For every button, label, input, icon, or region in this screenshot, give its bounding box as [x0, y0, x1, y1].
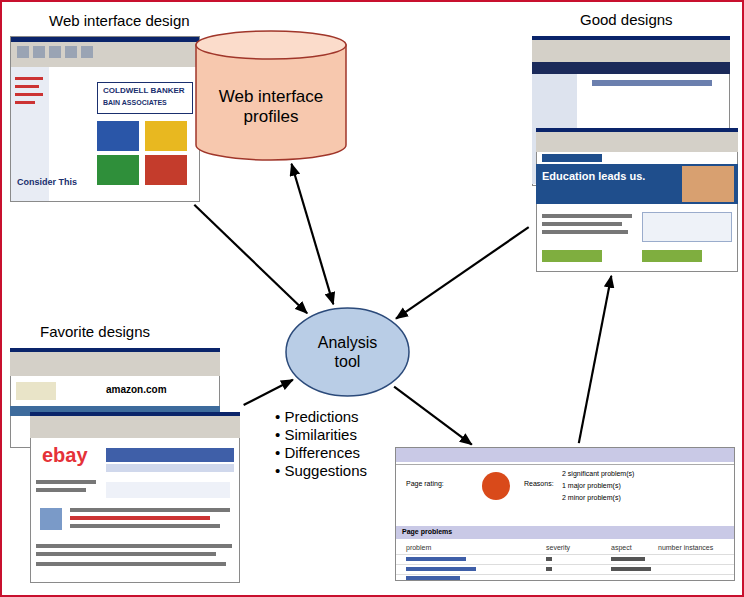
window-part	[15, 77, 43, 80]
arrow-connector	[394, 387, 472, 445]
report-text: 2 minor problem(s)	[562, 494, 621, 502]
window-part	[70, 508, 230, 512]
ellipse-shape	[286, 308, 409, 396]
screenshot-stack: Favorite designsamazon.comebay	[10, 348, 240, 583]
window-part	[36, 544, 232, 548]
window-part	[97, 121, 139, 151]
window-part	[145, 155, 187, 185]
window-part	[16, 382, 56, 400]
analysis-ellipse: Analysis tool	[285, 307, 410, 397]
window-part	[106, 464, 234, 472]
ellipse-outline	[285, 307, 410, 397]
window-part	[36, 552, 216, 556]
logo-text: amazon.com	[106, 384, 167, 396]
window-part	[532, 62, 730, 74]
window-part	[11, 37, 199, 42]
window-part	[10, 348, 220, 376]
window-part	[396, 554, 734, 555]
arrow-connector	[292, 164, 334, 304]
arrow-connector	[579, 276, 612, 443]
window-part	[36, 488, 86, 492]
window-part	[396, 448, 734, 462]
window-part	[97, 155, 139, 185]
panel-heading: Web interface design	[49, 12, 190, 29]
window-part	[81, 46, 93, 58]
cylinder-top	[196, 31, 346, 59]
report-text: problem	[406, 544, 431, 552]
cylinder-body	[196, 45, 346, 160]
bullet-item: • Predictions	[275, 408, 359, 425]
window-part	[49, 46, 61, 58]
window-part	[15, 101, 35, 104]
screenshot-window: Web interface designCOLDWELL BANKERBAIN …	[10, 36, 200, 202]
bullet-item: • Suggestions	[275, 462, 367, 479]
node-label: Web interface profiles	[209, 87, 333, 128]
window-part	[532, 36, 730, 40]
window-part	[546, 567, 552, 571]
bullet-item: • Differences	[275, 444, 360, 461]
window-part	[396, 574, 734, 575]
window-part	[36, 562, 226, 566]
window-part	[17, 46, 29, 58]
logo-text: ebay	[42, 444, 88, 467]
report-text: number instances	[658, 544, 713, 552]
window-part	[546, 557, 552, 561]
window-part	[106, 448, 234, 462]
window-part	[70, 524, 220, 528]
panel-heading: Favorite designs	[40, 323, 150, 340]
window-part	[542, 154, 602, 162]
logo-text: COLDWELL BANKER	[103, 86, 185, 95]
arrow-connector	[244, 380, 293, 405]
window-part	[145, 121, 187, 151]
window-part	[542, 214, 632, 218]
window-part	[15, 85, 39, 88]
window-part	[406, 576, 460, 580]
window-part	[36, 480, 96, 484]
window-part	[642, 212, 732, 242]
window-part	[682, 166, 734, 202]
window-part	[592, 80, 712, 86]
window-part	[542, 222, 622, 226]
report-text: Reasons:	[524, 480, 554, 488]
window-part	[30, 412, 240, 416]
window-part	[40, 508, 62, 530]
report-screenshot: Page rating: Reasons: 2 significant proble…	[395, 447, 735, 581]
arrow-connector	[396, 227, 529, 318]
window-part	[406, 557, 466, 561]
profiles-cylinder: Web interface profiles	[195, 30, 347, 160]
page-text: Education leads us.	[542, 170, 645, 183]
window-part	[15, 93, 43, 96]
node-label: Analysis tool	[310, 333, 386, 371]
report-text: 1 major problem(s)	[562, 482, 621, 490]
window-part	[542, 250, 602, 262]
window-part	[106, 482, 230, 498]
window-part	[611, 567, 651, 571]
window-part	[10, 348, 220, 352]
report-text: severity	[546, 544, 570, 552]
page-text: Consider This	[17, 177, 77, 187]
report-text: aspect	[611, 544, 632, 552]
screenshot-stack: Good designsEducation leads us.	[532, 36, 738, 272]
window-part	[536, 128, 738, 132]
window-part	[642, 250, 702, 262]
window-part	[65, 46, 77, 58]
window-part	[33, 46, 45, 58]
report-text: Page problems	[402, 528, 452, 536]
report-text: 2 significant problem(s)	[562, 470, 634, 478]
window-part	[396, 564, 734, 565]
window-part	[396, 464, 734, 465]
report-text: Page rating:	[406, 480, 444, 488]
window-part	[542, 230, 628, 234]
arrow-connector	[194, 205, 307, 313]
window-part	[611, 557, 645, 561]
logo-text: BAIN ASSOCIATES	[103, 99, 167, 107]
window-part	[482, 472, 510, 500]
window-part	[70, 516, 210, 520]
panel-heading: Good designs	[580, 11, 673, 28]
bullet-item: • Similarities	[275, 426, 357, 443]
window-part	[406, 567, 476, 571]
